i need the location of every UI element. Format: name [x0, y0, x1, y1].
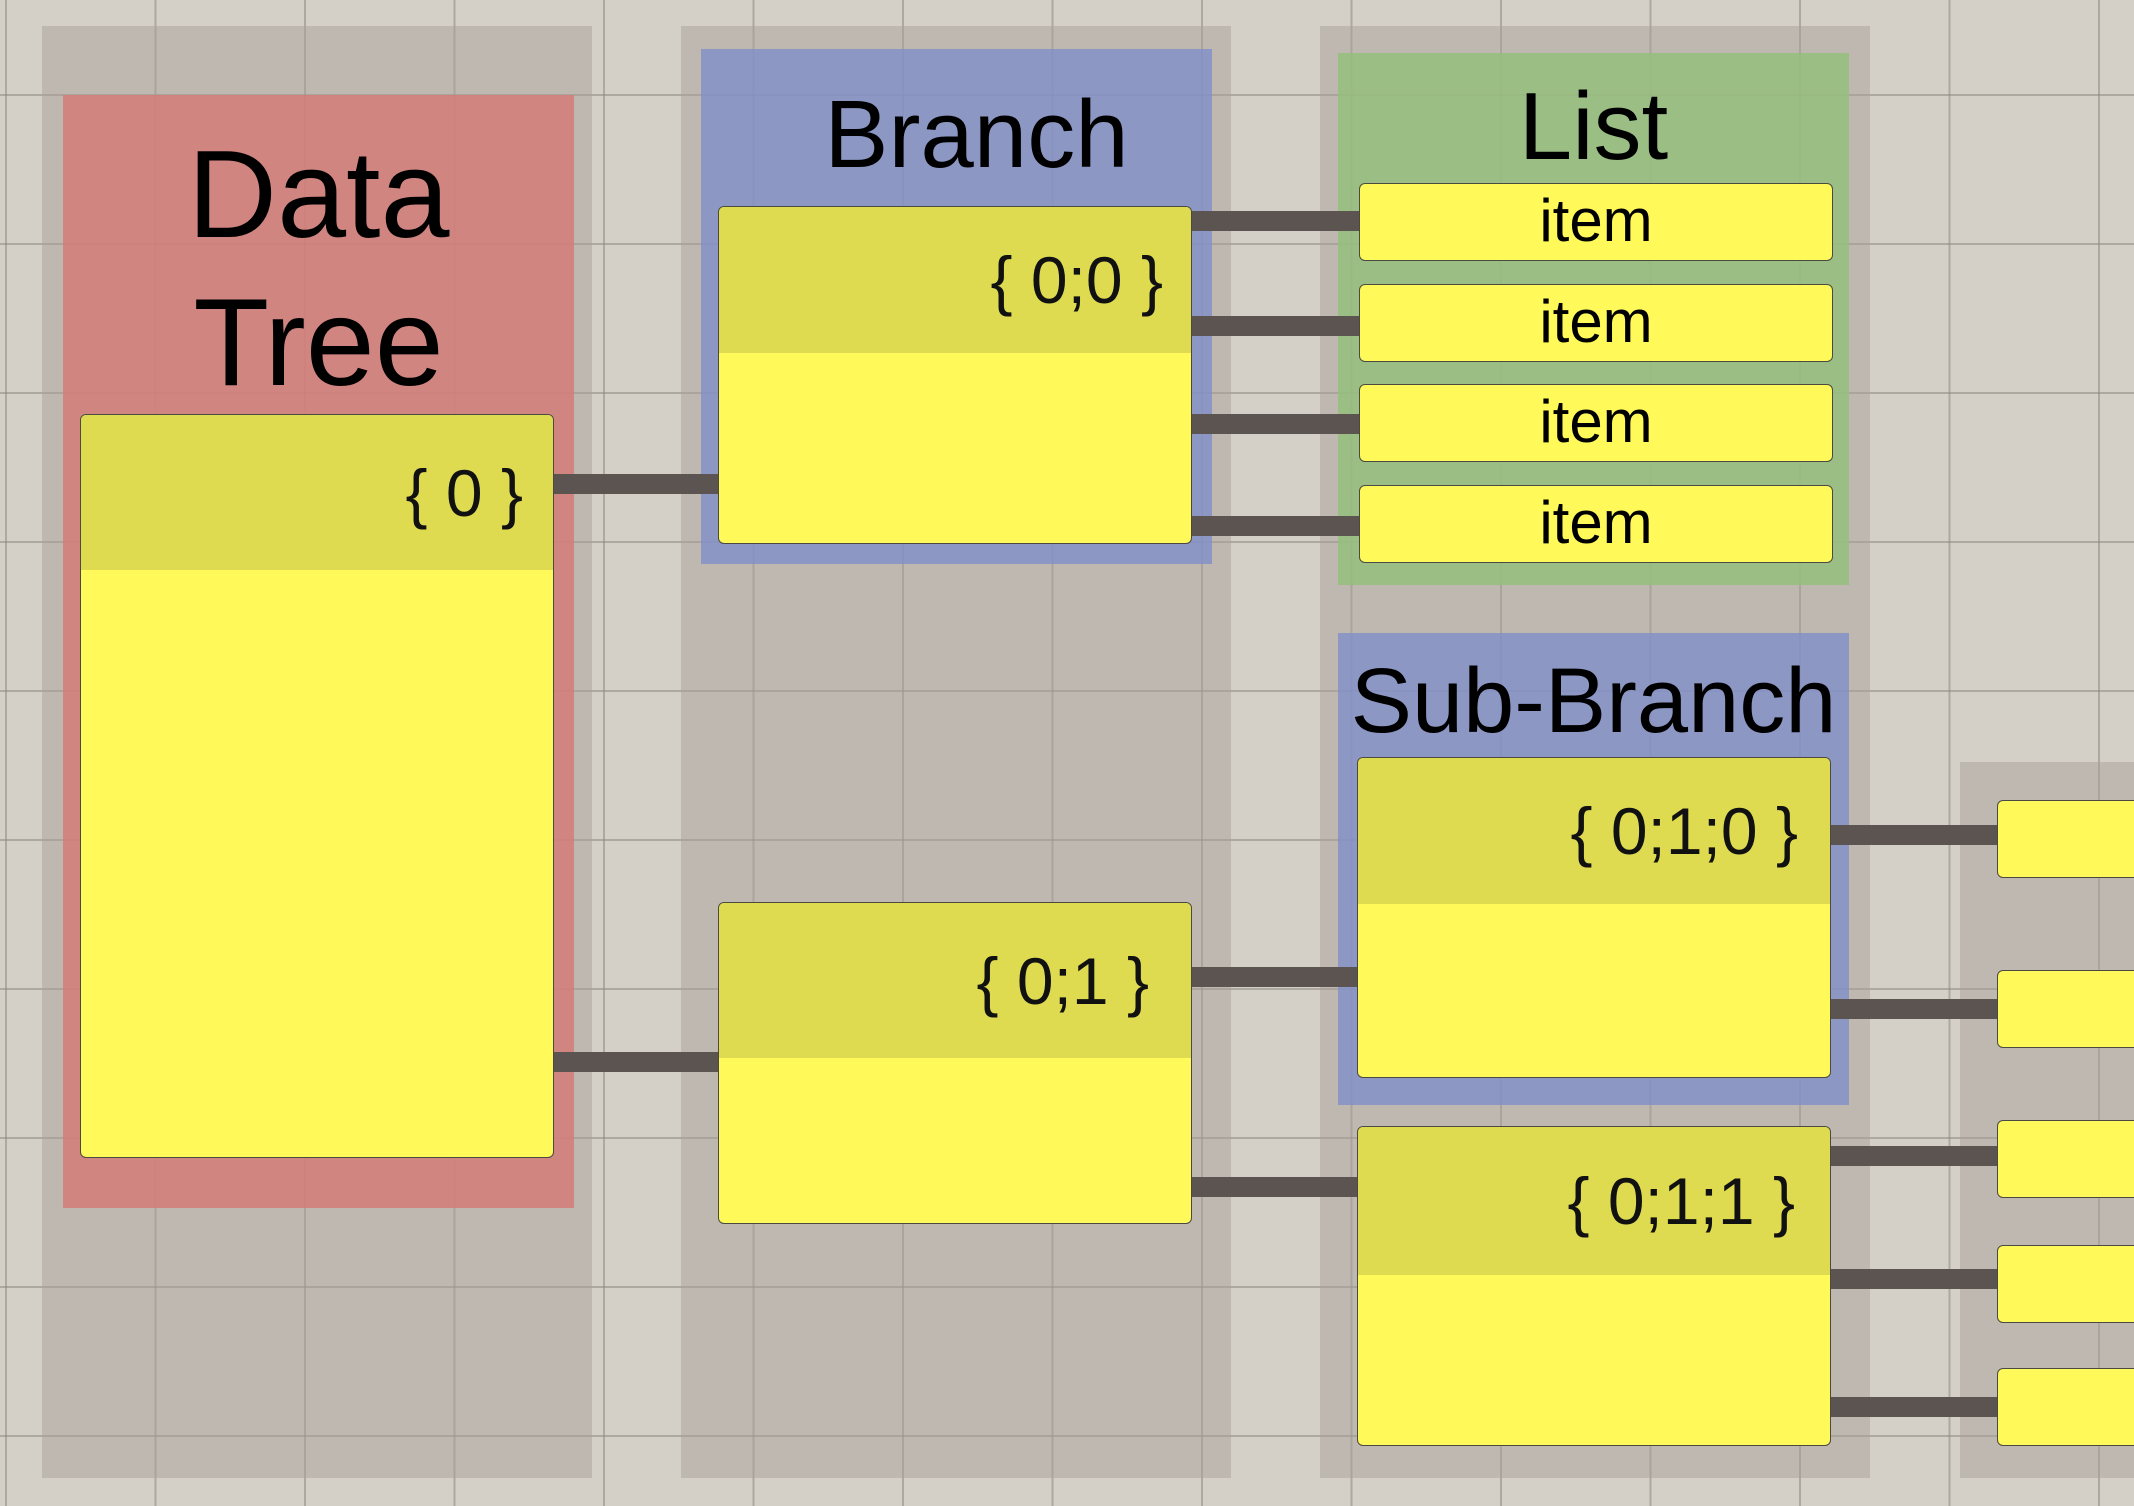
- list-item[interactable]: item: [1359, 384, 1833, 462]
- wire-01-to-010: [1191, 967, 1359, 987]
- output-box[interactable]: [1997, 800, 2134, 878]
- param-root-header: { 0 }: [81, 415, 553, 570]
- path-label-branch-01: { 0;1 }: [976, 943, 1149, 1018]
- param-branch-00-header: { 0;0 }: [719, 207, 1191, 353]
- path-label-branch-010: { 0;1;0 }: [1570, 794, 1798, 868]
- wire-00-item-2: [1191, 316, 1359, 336]
- wire-010-out-1: [1831, 825, 2001, 845]
- wire-root-to-01: [553, 1052, 719, 1072]
- wire-011-out-2: [1831, 1269, 2001, 1289]
- output-box[interactable]: [1997, 1368, 2134, 1446]
- param-branch-00[interactable]: { 0;0 }: [718, 206, 1192, 544]
- wire-010-out-2: [1831, 999, 2001, 1019]
- param-root[interactable]: { 0 }: [80, 414, 554, 1158]
- wire-00-item-4: [1191, 516, 1359, 536]
- output-box[interactable]: [1997, 1120, 2134, 1198]
- path-label-branch-00: { 0;0 }: [990, 243, 1163, 317]
- wire-root-to-00: [553, 474, 719, 494]
- param-branch-01[interactable]: { 0;1 }: [718, 902, 1192, 1224]
- wire-011-out-3: [1831, 1397, 2001, 1417]
- list-item[interactable]: item: [1359, 183, 1833, 261]
- param-branch-01-header: { 0;1 }: [719, 903, 1191, 1058]
- param-branch-011-header: { 0;1;1 }: [1358, 1127, 1830, 1275]
- path-label-branch-011: { 0;1;1 }: [1567, 1164, 1795, 1238]
- output-box[interactable]: [1997, 970, 2134, 1048]
- group-title-sub-branch: Sub-Branch: [1350, 650, 1837, 752]
- output-box[interactable]: [1997, 1245, 2134, 1323]
- param-branch-010[interactable]: { 0;1;0 }: [1357, 757, 1831, 1078]
- param-branch-011[interactable]: { 0;1;1 }: [1357, 1126, 1831, 1446]
- path-label-root: { 0 }: [405, 455, 523, 530]
- group-title-list: List: [1518, 73, 1669, 180]
- param-branch-010-header: { 0;1;0 }: [1358, 758, 1830, 904]
- wire-01-to-011: [1191, 1177, 1359, 1197]
- wire-011-out-1: [1831, 1146, 2001, 1166]
- group-title-branch: Branch: [824, 81, 1129, 188]
- list-item[interactable]: item: [1359, 485, 1833, 563]
- list-item[interactable]: item: [1359, 284, 1833, 362]
- wire-00-item-3: [1191, 414, 1359, 434]
- wire-00-item-1: [1191, 211, 1359, 231]
- group-title-data-tree: Data Tree: [187, 126, 450, 412]
